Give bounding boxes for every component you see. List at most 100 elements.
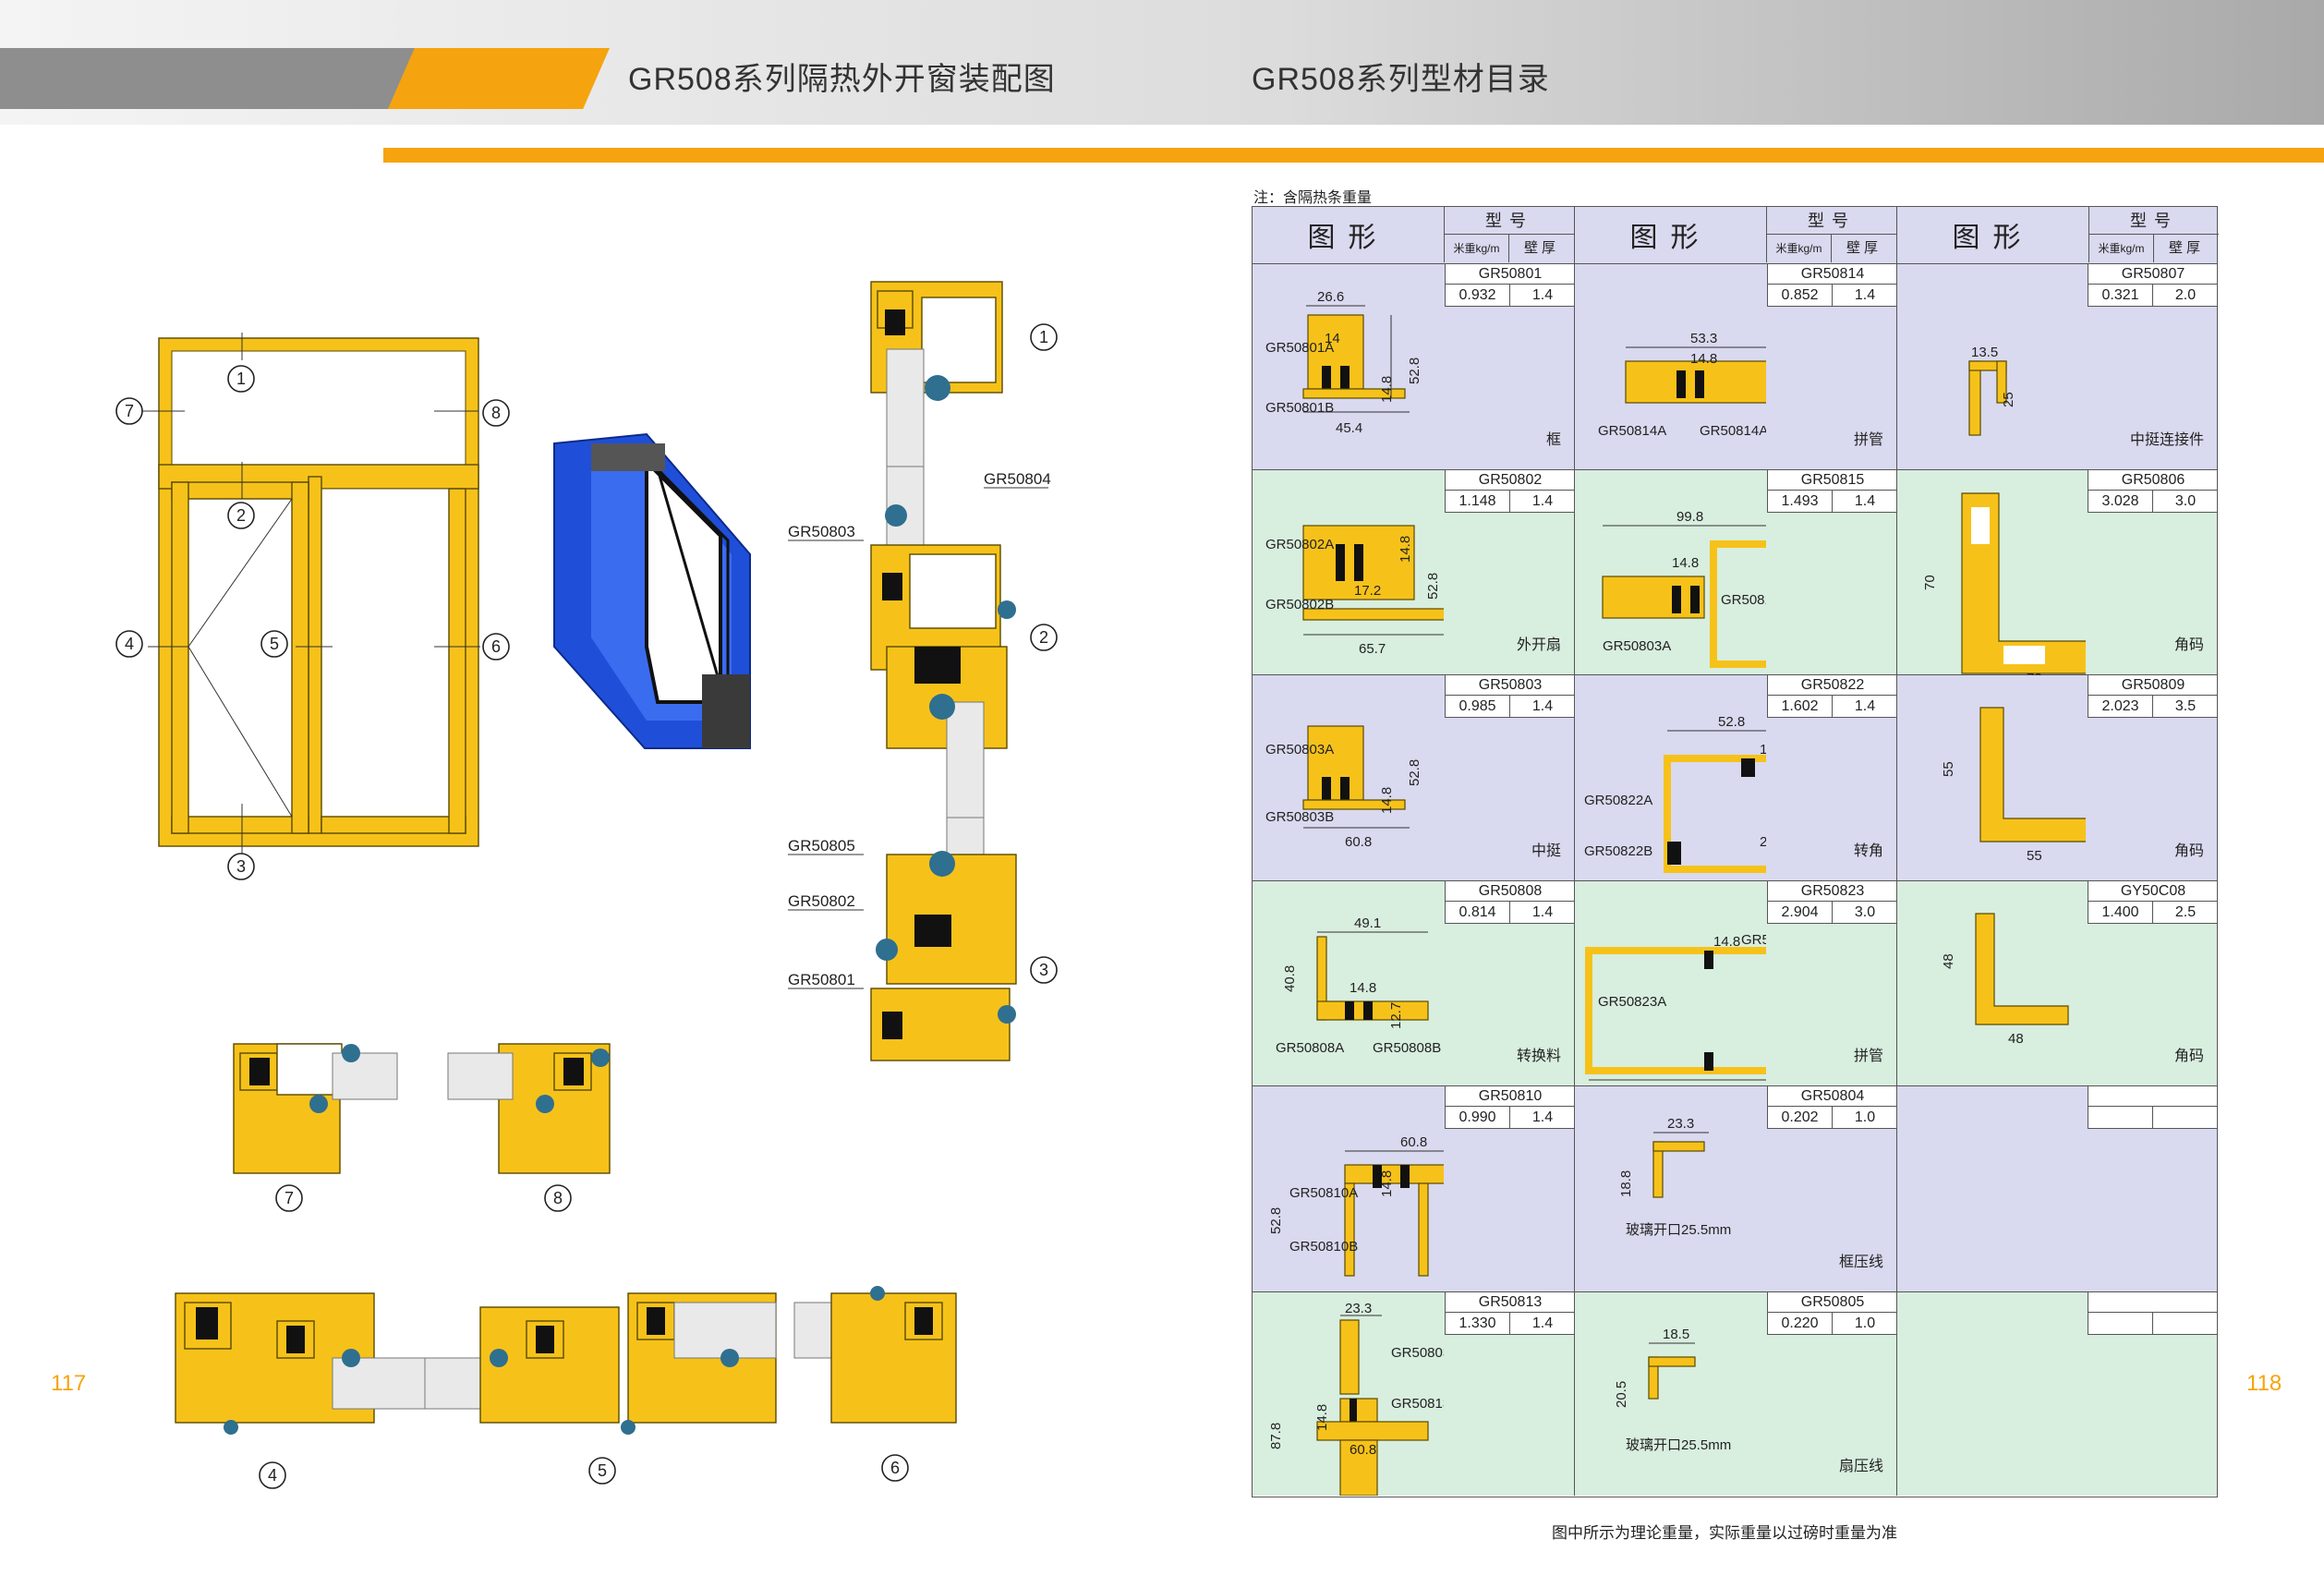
profile-thickness <box>2153 1107 2218 1128</box>
profile-drawing: 52.814.874.82GR50822AGR50822B <box>1584 714 1766 873</box>
section-marker-3: 3 <box>1039 961 1048 979</box>
dimension-label: 87.8 <box>1268 1422 1284 1449</box>
profile-weight: 1.330 <box>1446 1312 1510 1334</box>
profile-thickness: 3.0 <box>1854 903 1876 920</box>
window-elevation <box>142 333 480 855</box>
marker-8: 8 <box>491 404 501 422</box>
profile-thickness: 1.0 <box>1854 1315 1876 1331</box>
marker-6: 6 <box>491 637 501 656</box>
profile-name: 拼管 <box>1853 431 1883 448</box>
profile-thickness: 1.4 <box>1531 1315 1554 1331</box>
profile-code: GR50804 <box>1768 1086 1897 1107</box>
section-marker-2: 2 <box>1039 628 1048 647</box>
profile-weight: 3.028 <box>2088 490 2153 512</box>
profile-weight <box>2088 1107 2153 1128</box>
dimension-label: 99.8 <box>1676 509 1703 525</box>
marker-8-section: 8 <box>553 1189 563 1207</box>
profile-weight: 0.321 <box>2088 285 2153 306</box>
header-model: 型号 <box>1767 207 1896 235</box>
catalog-cell-gr50823: GR508232.9043.014.85090GR50823BGR50823A拼… <box>1575 880 1897 1086</box>
dimension-label: 48 <box>1941 953 1956 969</box>
profile-code: GR50814 <box>1768 264 1897 285</box>
profile-drawing: 707016.8 <box>1922 491 2086 675</box>
dimension-label: 14.8 <box>1672 555 1699 571</box>
header-orange-stripe <box>388 48 610 109</box>
dimension-label: 13.5 <box>1971 345 1998 360</box>
profile-weight: 1.493 <box>1768 490 1833 512</box>
profile-name: 中挺 <box>1531 842 1561 859</box>
dimension-label: 14.8 <box>1398 535 1413 562</box>
catalog-footer-note: 图中所示为理论重量，实际重量以过磅时重量为准 <box>1552 1524 1897 1542</box>
profile-code: GR50815 <box>1768 470 1897 491</box>
profile-label: GR50823B <box>1741 932 1766 948</box>
profile-thickness: 3.5 <box>2174 698 2197 714</box>
profile-thickness: 1.0 <box>1854 1109 1876 1125</box>
profile-thickness: 1.4 <box>1854 492 1876 509</box>
dimension-label: 14.8 <box>1379 1170 1395 1197</box>
profile-code: GR50823 <box>1768 881 1897 902</box>
profile-drawing: 53.314.827.6GR50814AGR50814A <box>1598 331 1766 439</box>
profile-label: GR50801A <box>1265 340 1334 356</box>
dimension-label: 14.8 <box>1690 351 1717 367</box>
profile-code: GR50805 <box>1768 1292 1897 1313</box>
marker-2: 2 <box>236 506 246 525</box>
dimension-label: 60.8 <box>1345 834 1372 850</box>
dimension-label: 12.7 <box>1388 1001 1404 1028</box>
profile-name: 外开扇 <box>1516 637 1561 653</box>
profile-name: 角码 <box>2173 842 2204 859</box>
header-weight: 米重kg/m <box>1445 235 1509 262</box>
dimension-label: 52.8 <box>1718 714 1745 730</box>
page-number-right: 118 <box>2246 1371 2282 1396</box>
marker-7-section: 7 <box>284 1189 294 1207</box>
dimension-label: 52.8 <box>1407 759 1422 786</box>
dimension-label: 17.2 <box>1354 583 1381 599</box>
profile-name: 框压线 <box>1838 1254 1883 1270</box>
dimension-label: 23.3 <box>1667 1116 1694 1132</box>
left-page-title: GR508系列隔热外开窗装配图 <box>628 62 1056 97</box>
profile-weight: 1.148 <box>1446 490 1510 512</box>
marker-3: 3 <box>236 857 246 876</box>
dimension-label: 70 <box>1922 575 1938 590</box>
profile-weight <box>2088 1312 2153 1334</box>
profile-weight: 0.814 <box>1446 901 1510 923</box>
label-gr50804: GR50804 <box>984 470 1051 488</box>
profile-name: 框 <box>1545 431 1561 448</box>
profile-code: GR50807 <box>2088 264 2218 285</box>
header-weight: 米重kg/m <box>2089 235 2154 262</box>
profile-name: 转换料 <box>1516 1049 1561 1064</box>
profile-name: 角码 <box>2173 1049 2204 1064</box>
dimension-label: 48 <box>2008 1031 2024 1047</box>
dimension-label: 14.8 <box>1760 742 1766 758</box>
marker-6-section: 6 <box>890 1459 900 1477</box>
profile-label: GR50803A <box>1391 1345 1444 1361</box>
dimension-label: 14.8 <box>1350 980 1376 996</box>
side-section-8: 8 <box>447 1043 611 1212</box>
profile-drawing: 14.85090GR50823BGR50823A <box>1585 932 1766 1086</box>
profile-label: GR50814A <box>1700 423 1766 439</box>
profile-name: 角码 <box>2173 637 2204 653</box>
profile-weight: 0.852 <box>1768 285 1833 306</box>
profile-label: GR50803A <box>1603 638 1671 654</box>
profile-label: GR50813B <box>1391 1396 1444 1412</box>
profile-code: GR50806 <box>2088 470 2218 491</box>
profile-code <box>2088 1086 2218 1107</box>
dimension-label: 40.8 <box>1282 964 1298 991</box>
profile-label: GR50822B <box>1584 843 1652 859</box>
label-gr50805: GR50805 <box>788 837 855 855</box>
header-figure: 图形 <box>1575 207 1767 262</box>
profile-thickness: 1.4 <box>1531 698 1554 714</box>
header-col-2: 图形 型号 米重kg/m 壁厚 <box>1575 207 1897 264</box>
header-thickness: 壁厚 <box>2168 240 2204 256</box>
header-thickness: 壁厚 <box>1846 240 1882 256</box>
